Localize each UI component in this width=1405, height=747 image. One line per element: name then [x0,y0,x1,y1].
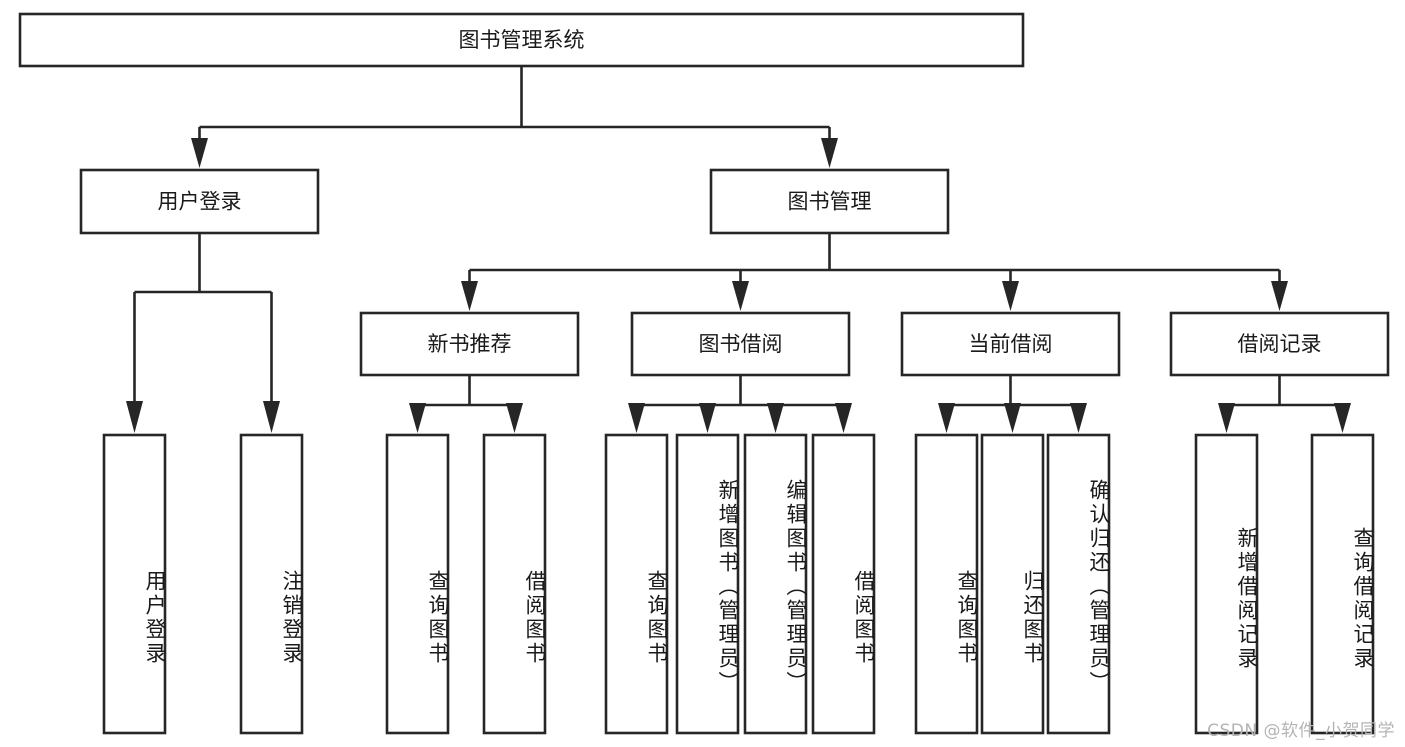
arrow-head-leaf-confirm-return-admin [1070,403,1087,433]
node-book-borrow[interactable]: 图书借阅 [630,311,851,377]
arrow-head-book-borrow [732,281,749,311]
node-current-borrow[interactable]: 当前借阅 [900,311,1121,377]
arrow-head-leaf-user-logout [263,401,280,433]
arrow-head-new-book-rec [461,281,478,311]
node-book-management[interactable]: 图书管理 [709,168,950,235]
arrow-head-leaf-borrow-book [835,403,852,433]
node-current-borrow-label: 当前借阅 [969,332,1053,356]
node-new-book-rec-label: 新书推荐 [428,332,512,356]
node-leaf-confirm-return-admin-box[interactable] [1046,433,1111,735]
node-borrow-record-box[interactable] [1169,311,1390,377]
arrow-head-leaf-edit-book-admin [767,403,784,433]
node-user-login-box[interactable] [79,168,320,235]
node-book-borrow-label: 图书借阅 [699,332,783,356]
node-leaf-user-login-box[interactable] [102,433,167,735]
connector-group-book-borrow [628,375,852,433]
node-leaf-query-borrow-record-box[interactable] [1310,433,1375,735]
node-book-management-box[interactable] [709,168,950,235]
node-new-book-rec[interactable]: 新书推荐 [359,311,580,377]
arrow-head-user-login [191,138,208,168]
arrow-head-borrow-record [1271,281,1288,311]
arrow-head-book-management [821,138,838,168]
node-leaf-query-book-rec-box[interactable] [385,433,450,735]
arrow-head-current-borrow [1002,281,1019,311]
csdn-watermark: CSDN @软件_小贺同学 [1207,721,1395,741]
node-leaf-add-borrow-record-box[interactable] [1194,433,1259,735]
node-leaf-query-book-borrow-box[interactable] [604,433,669,735]
node-borrow-record-label: 借阅记录 [1238,332,1322,356]
arrow-head-leaf-borrow-book-rec [506,403,523,433]
node-leaf-borrow-book-rec-box[interactable] [482,433,547,735]
node-user-login-label: 用户登录 [158,190,242,214]
node-user-login[interactable]: 用户登录 [79,168,320,235]
node-root-label: 图书管理系统 [459,28,585,52]
connector-group-current-borrow [938,375,1087,433]
arrow-head-leaf-query-borrow-record [1334,403,1351,433]
node-current-borrow-box[interactable] [900,311,1121,377]
arrow-head-leaf-return-book [1004,403,1021,433]
node-leaf-edit-book-admin-box[interactable] [743,433,808,735]
node-leaf-add-book-admin-box[interactable] [675,433,740,735]
node-leaf-query-book-current-box[interactable] [914,433,979,735]
node-borrow-record[interactable]: 借阅记录 [1169,311,1390,377]
connector-group-user-login [126,233,280,433]
leaf-boxes [102,433,1375,735]
connector-group-root [191,66,838,168]
arrow-head-leaf-query-book-rec [409,403,426,433]
node-leaf-borrow-book-box[interactable] [811,433,876,735]
arrow-head-leaf-query-book-borrow [628,403,645,433]
arrow-head-leaf-add-book-admin [699,403,716,433]
node-new-book-rec-box[interactable] [359,311,580,377]
arrow-head-leaf-query-book-current [938,403,955,433]
arrow-head-leaf-user-login [126,401,143,433]
node-root-box[interactable] [18,12,1025,68]
node-leaf-user-logout-box[interactable] [239,433,304,735]
connector-group-borrow-record [1218,375,1351,433]
connector-group-new-book-rec [409,375,523,433]
arrow-head-leaf-add-borrow-record [1218,403,1235,433]
connector-group-book-management [461,233,1288,311]
node-book-management-label: 图书管理 [788,190,872,214]
node-leaf-return-book-box[interactable] [980,433,1045,735]
node-book-borrow-box[interactable] [630,311,851,377]
node-root[interactable]: 图书管理系统 [18,12,1025,68]
